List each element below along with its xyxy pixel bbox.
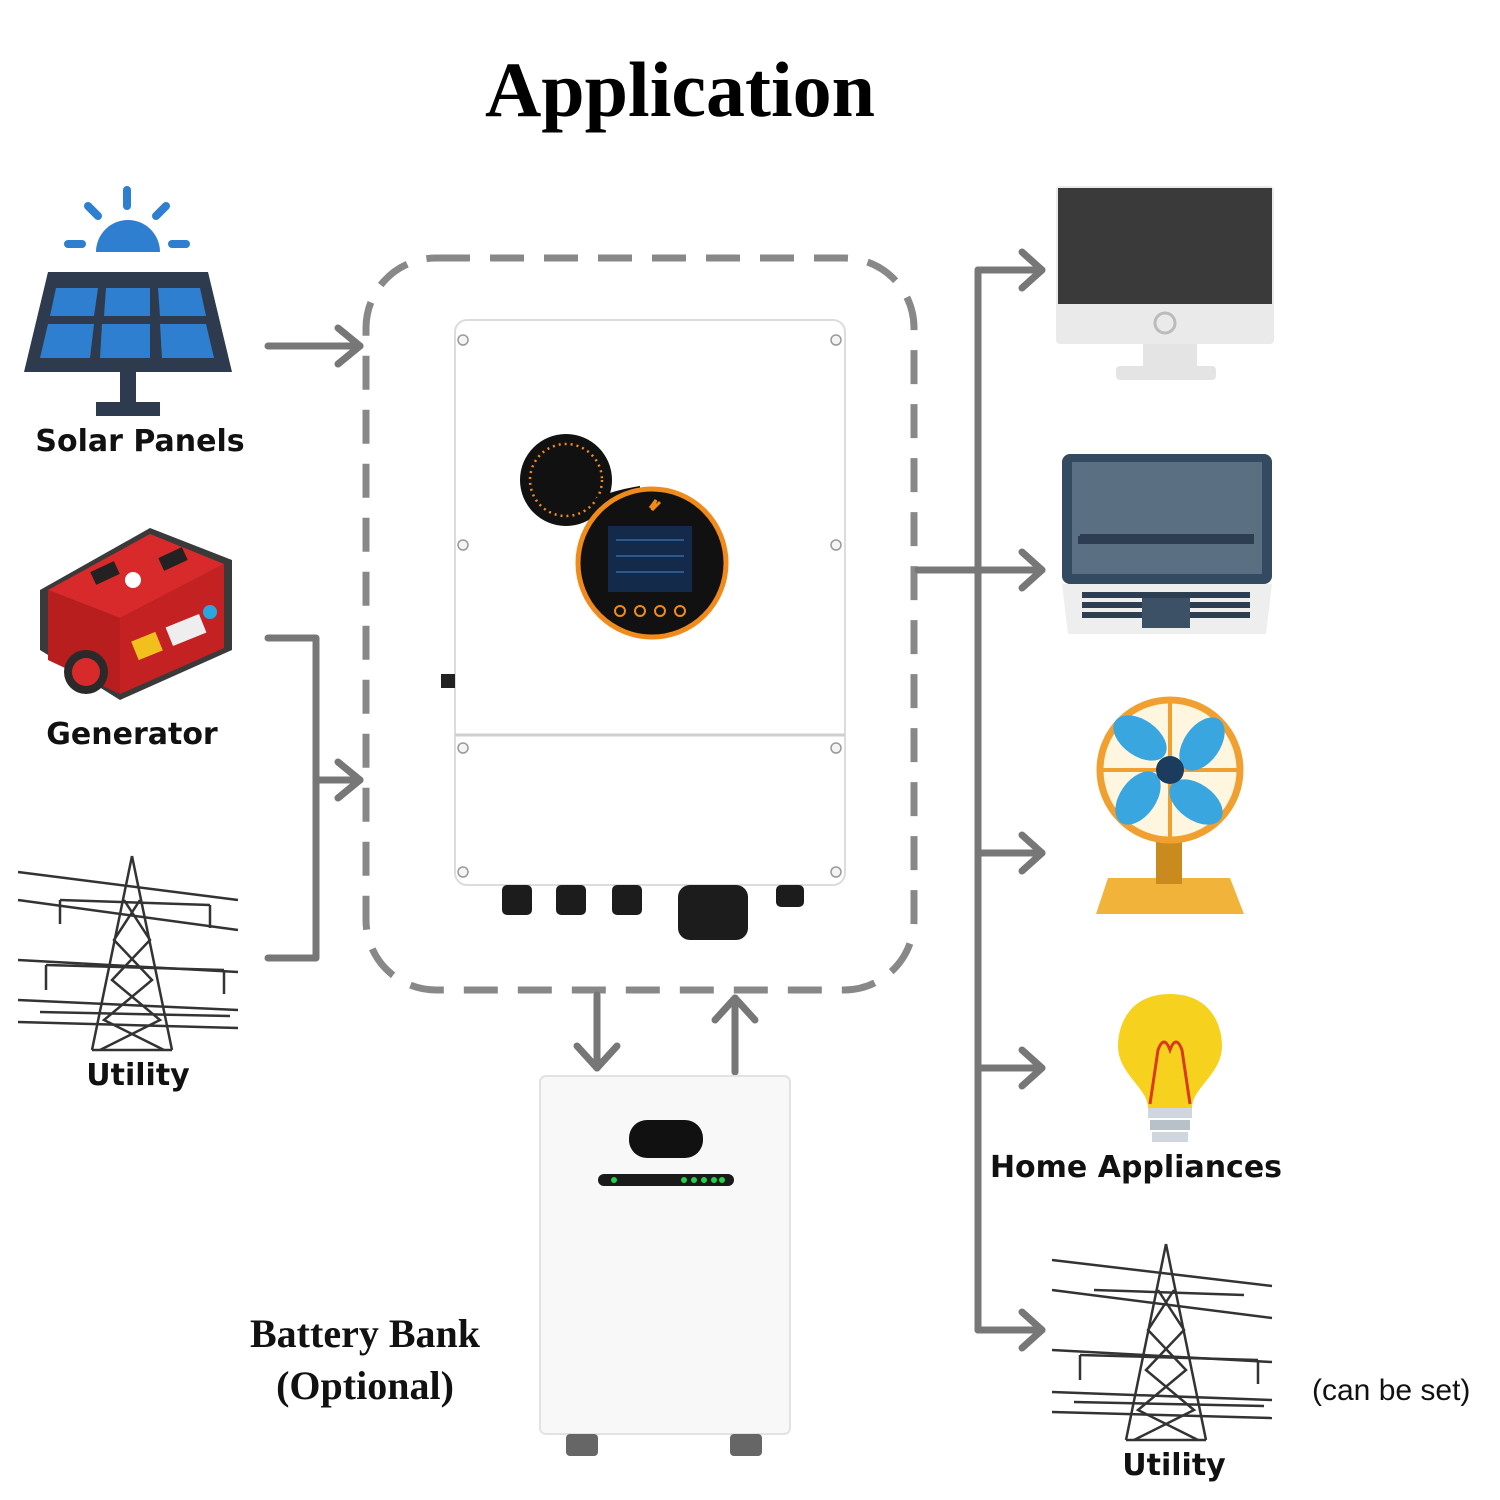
generator-utility-to-inverter-arrow bbox=[264, 634, 364, 962]
battery-bank-title: Battery Bank bbox=[250, 1311, 480, 1356]
inverter-to-loads-arrows bbox=[914, 248, 1046, 1352]
inverter-system-boundary bbox=[362, 254, 918, 994]
home-appliances-label: Home Appliances bbox=[989, 1150, 1283, 1185]
inverter-image bbox=[441, 319, 846, 940]
utility-source-label: Utility bbox=[86, 1058, 190, 1093]
utility-load-label: Utility bbox=[1122, 1448, 1226, 1483]
monitor-icon bbox=[1056, 186, 1274, 380]
generator-icon bbox=[40, 528, 232, 700]
battery-bank-label: Battery Bank (Optional) bbox=[210, 1308, 520, 1412]
power-tower-icon-right bbox=[1051, 1243, 1273, 1442]
generator-label: Generator bbox=[46, 717, 218, 752]
laptop-icon bbox=[1062, 454, 1272, 634]
page-title: Application bbox=[484, 46, 876, 133]
solar-panels-label: Solar Panels bbox=[35, 424, 245, 459]
battery-to-inverter-arrow bbox=[711, 994, 759, 1076]
utility-can-be-set-note: (can be set) bbox=[1312, 1374, 1471, 1407]
fan-icon bbox=[1096, 696, 1244, 914]
solar-panel-icon bbox=[24, 186, 232, 416]
battery-image bbox=[539, 1075, 791, 1456]
power-tower-icon bbox=[17, 855, 239, 1052]
battery-bank-optional: (Optional) bbox=[276, 1363, 454, 1408]
inverter-to-battery-arrow bbox=[573, 991, 621, 1072]
solar-to-inverter-arrow bbox=[264, 324, 364, 368]
light-bulb-icon bbox=[1118, 994, 1222, 1142]
